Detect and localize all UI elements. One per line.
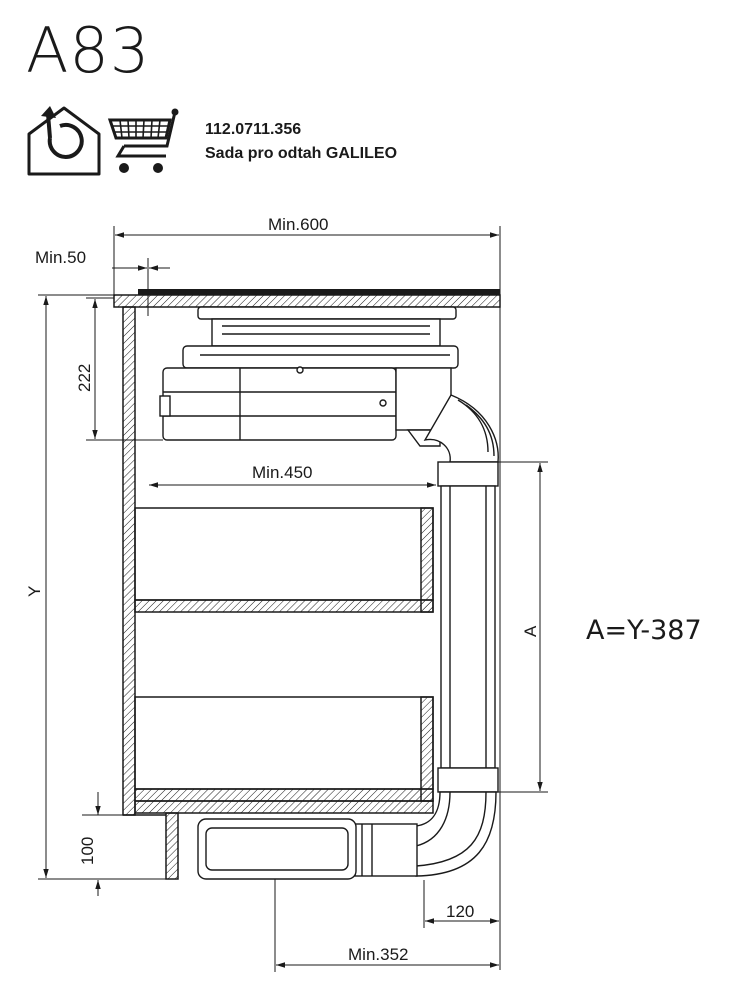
product-number: 112.0711.356 <box>205 121 302 138</box>
product-name: Sada pro odtah GALILEO <box>205 145 398 162</box>
dim-100: 100 <box>78 837 97 865</box>
dimension-lines <box>38 226 548 972</box>
cabinet <box>122 306 434 880</box>
model-code: A83 <box>26 14 151 87</box>
formula-a: A=Y-387 <box>586 615 702 646</box>
recirculation-house-icon <box>27 106 101 176</box>
hob-extractor-unit <box>159 306 459 447</box>
dim-120: 120 <box>446 902 474 921</box>
worktop <box>113 289 501 308</box>
dim-min-600: Min.600 <box>268 215 328 234</box>
shopping-cart-icon <box>107 108 179 173</box>
dim-222: 222 <box>75 364 94 392</box>
product-info: 112.0711.356 Sada pro odtah GALILEO <box>205 118 397 166</box>
duct-system <box>197 394 499 880</box>
dim-a: A <box>521 625 540 637</box>
dim-min-352: Min.352 <box>348 945 408 964</box>
dim-min-50: Min.50 <box>35 248 86 267</box>
dim-min-450: Min.450 <box>252 463 312 482</box>
dim-y: Y <box>25 586 44 597</box>
